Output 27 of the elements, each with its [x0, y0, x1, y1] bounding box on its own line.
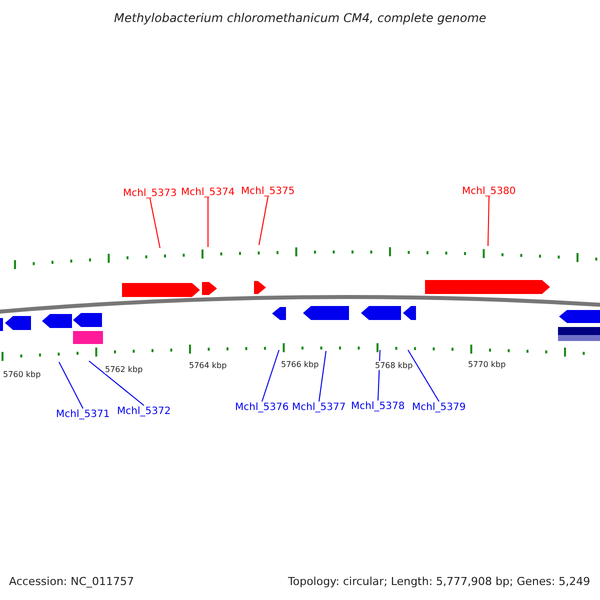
gene-label: Mchl_5379: [412, 402, 466, 412]
accession-text: Accession: NC_011757: [9, 574, 134, 588]
genome-summary-text: Topology: circular; Length: 5,777,908 bp; Genes: 5,249: [288, 574, 590, 588]
chart-title: Methylobacterium chloromethanicum CM4, complete genome: [114, 11, 486, 25]
leader-line: [88, 360, 144, 406]
gene-label: Mchl_5376: [235, 402, 289, 412]
leader-line: [318, 350, 326, 402]
scale-label: 5760 kbp: [3, 370, 41, 378]
leader-line: [262, 350, 280, 402]
scale-label: 5762 kbp: [105, 364, 143, 374]
gene-label: Mchl_5374: [181, 186, 235, 198]
leader-line: [408, 350, 440, 402]
gene-label: Mchl_5372: [117, 406, 171, 416]
scale-label: 5768 kbp: [375, 360, 413, 370]
gene-label: Mchl_5378: [351, 400, 405, 412]
gene-label: Mchl_5377: [292, 402, 346, 412]
leader-line: [488, 196, 490, 246]
leader-line: [258, 196, 268, 246]
gene-label: Mchl_5380: [462, 186, 516, 196]
leader-line: [150, 198, 160, 248]
gene-label: Mchl_5375: [241, 186, 295, 196]
scale-label: 5770 kbp: [468, 360, 506, 368]
scale-label: 5766 kbp: [281, 360, 319, 368]
gene-label: Mchl_5373: [123, 188, 177, 198]
gene-label: Mchl_5371: [56, 408, 110, 420]
leader-line: [58, 362, 84, 409]
scale-label: 5764 kbp: [189, 360, 227, 370]
